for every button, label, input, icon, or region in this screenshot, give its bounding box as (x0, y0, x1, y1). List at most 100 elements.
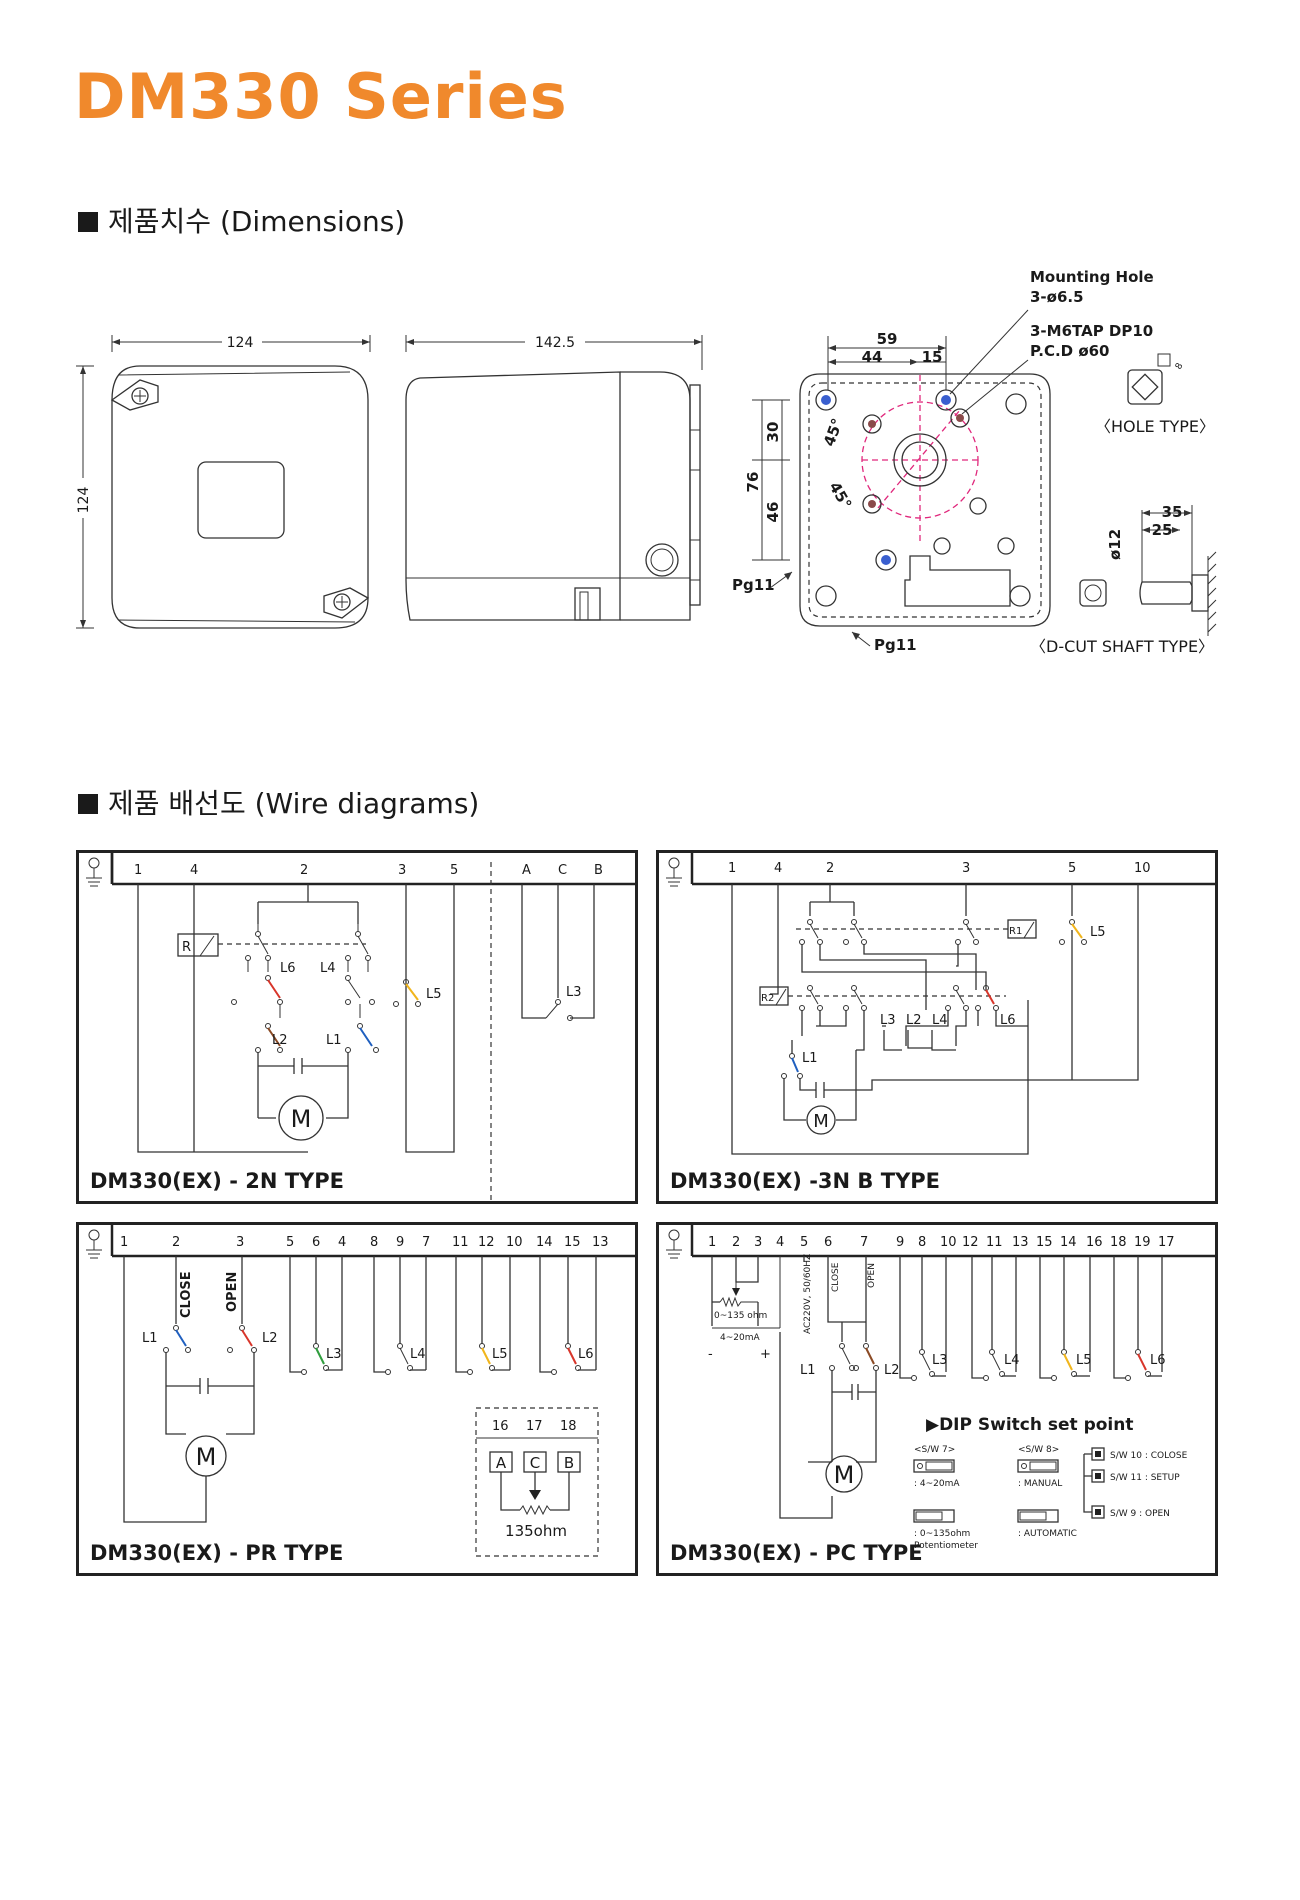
terminal: 1 (708, 1235, 716, 1250)
ground-icon (86, 857, 102, 887)
mounting-hole-label: Mounting Hole (1030, 268, 1154, 286)
diagram-2n: 1 4 2 3 5 A C B R L6 (76, 850, 638, 1204)
caption-pc: DM330(EX) - PC TYPE (670, 1541, 923, 1565)
terminal: 6 (824, 1235, 832, 1250)
pcd-label: P.C.D ø60 (1030, 342, 1110, 360)
section-wiring-label: 제품 배선도 (Wire diagrams) (108, 787, 480, 820)
sw7-b2-label: Potentiometer (914, 1541, 978, 1551)
terminal-5: 5 (450, 863, 458, 878)
ground-icon (666, 1229, 682, 1259)
terminal: 7 (860, 1235, 868, 1250)
bottom-view: 59 44 15 30 76 46 45° 45° Pg11 Pg11 Moun… (732, 268, 1217, 656)
label-l4: L4 (932, 1013, 948, 1028)
label-l3: L3 (880, 1013, 896, 1028)
sw8-a-label: : MANUAL (1018, 1479, 1062, 1489)
side-view: 142.5 (405, 335, 703, 621)
dimensions-drawing: 124 124 142.5 (76, 268, 1217, 656)
terminal: 8 (918, 1235, 926, 1250)
terminal: 9 (396, 1235, 404, 1250)
diagram-pc: 1 2 3 4 5 6 7 9 8 10 12 11 13 15 14 16 1… (656, 1222, 1218, 1576)
terminal-5: 5 (1068, 861, 1076, 876)
sw7-label: <S/W 7> (914, 1445, 955, 1455)
sw7-switch-a (913, 1459, 955, 1473)
sw8-switch-b (1017, 1509, 1059, 1523)
terminal: 15 (564, 1235, 581, 1250)
terminal-a: A (522, 863, 531, 878)
terminal-b: B (594, 863, 603, 878)
limit-switch-l5 (455, 1256, 511, 1375)
switch-block-right (345, 924, 379, 1053)
switch-block-left (231, 924, 283, 1053)
pot-value: 135ohm (505, 1522, 567, 1540)
pg11-bottom: Pg11 (874, 636, 917, 654)
sw7-a-label: : 4~20mA (914, 1479, 960, 1489)
label-l5: L5 (492, 1347, 508, 1362)
angle-45-top: 45° (820, 416, 847, 449)
label-l3: L3 (566, 985, 582, 1000)
terminal: 9 (896, 1235, 904, 1250)
dim-15: 15 (922, 348, 943, 366)
sw8-b-label: : AUTOMATIC (1018, 1529, 1077, 1539)
terminal: 10 (940, 1235, 957, 1250)
terminal: 13 (592, 1235, 609, 1250)
terminal: 12 (962, 1235, 979, 1250)
terminal: 3 (236, 1235, 244, 1250)
terminal: 4 (338, 1235, 346, 1250)
label-l5: L5 (1076, 1353, 1092, 1368)
limit-switch-l3 (289, 1256, 343, 1375)
ground-icon (86, 1229, 102, 1259)
label-l3: L3 (326, 1347, 342, 1362)
terminal-1: 1 (728, 861, 736, 876)
terminal-1: 1 (134, 863, 142, 878)
section-wiring: 제품 배선도 (Wire diagrams) (78, 782, 479, 822)
sw11-label: S/W 11 : SETUP (1110, 1473, 1180, 1483)
terminal: 16 (1086, 1235, 1103, 1250)
sw8-switch-a (1017, 1459, 1059, 1473)
terminal-4: 4 (190, 863, 198, 878)
dim-30: 30 (764, 422, 782, 443)
motor-icon: M (291, 1105, 312, 1133)
caption-3n: DM330(EX) -3N B TYPE (670, 1169, 940, 1193)
label-l5: L5 (1090, 925, 1106, 940)
label-plus: + (760, 1347, 771, 1362)
terminal: 19 (1134, 1235, 1151, 1250)
pot-letter-c: C (530, 1454, 540, 1472)
caption-pr: DM330(EX) - PR TYPE (90, 1541, 343, 1565)
terminal: 14 (536, 1235, 553, 1250)
terminal: 18 (1110, 1235, 1127, 1250)
label-l6: L6 (280, 961, 296, 976)
sw8-label: <S/W 8> (1018, 1445, 1059, 1455)
label-close: CLOSE (179, 1271, 194, 1318)
terminal-3: 3 (398, 863, 406, 878)
pot-terminal-18: 18 (560, 1419, 577, 1434)
terminal-row: 1 2 3 5 6 4 8 9 7 11 12 10 14 15 13 (120, 1235, 609, 1250)
dip-title: ▶DIP Switch set point (926, 1415, 1134, 1435)
caption-2n: DM330(EX) - 2N TYPE (90, 1169, 344, 1193)
pot-letter-b: B (564, 1454, 574, 1472)
tap-label: 3-M6TAP DP10 (1030, 322, 1153, 340)
terminal: 4 (776, 1235, 784, 1250)
pot-letter-a: A (496, 1454, 507, 1472)
label-l4: L4 (410, 1347, 426, 1362)
lower-switches (799, 985, 1028, 1051)
dim-76: 76 (744, 472, 762, 493)
label-open: OPEN (867, 1263, 877, 1288)
terminal: 15 (1036, 1235, 1053, 1250)
dcut-type-label: 〈D-CUT SHAFT TYPE〉 (1030, 637, 1214, 656)
terminal: 5 (286, 1235, 294, 1250)
label-r2: R2 (761, 993, 774, 1004)
label-r: R (182, 940, 191, 955)
label-l4: L4 (320, 961, 336, 976)
front-width-dim: 124 (227, 335, 254, 351)
bullet-square-icon (78, 794, 98, 814)
label-ac: AC220V, 50/60HZ (803, 1254, 813, 1334)
label-r1: R1 (1009, 926, 1022, 937)
terminal: 12 (478, 1235, 495, 1250)
terminal-3: 3 (962, 861, 970, 876)
label-l2: L2 (884, 1363, 900, 1378)
motor-icon: M (813, 1111, 829, 1132)
limit-switch-l6 (539, 1256, 597, 1375)
upper-switches (799, 919, 1087, 1010)
terminal: 7 (422, 1235, 430, 1250)
angle-45-bottom: 45° (825, 479, 855, 513)
